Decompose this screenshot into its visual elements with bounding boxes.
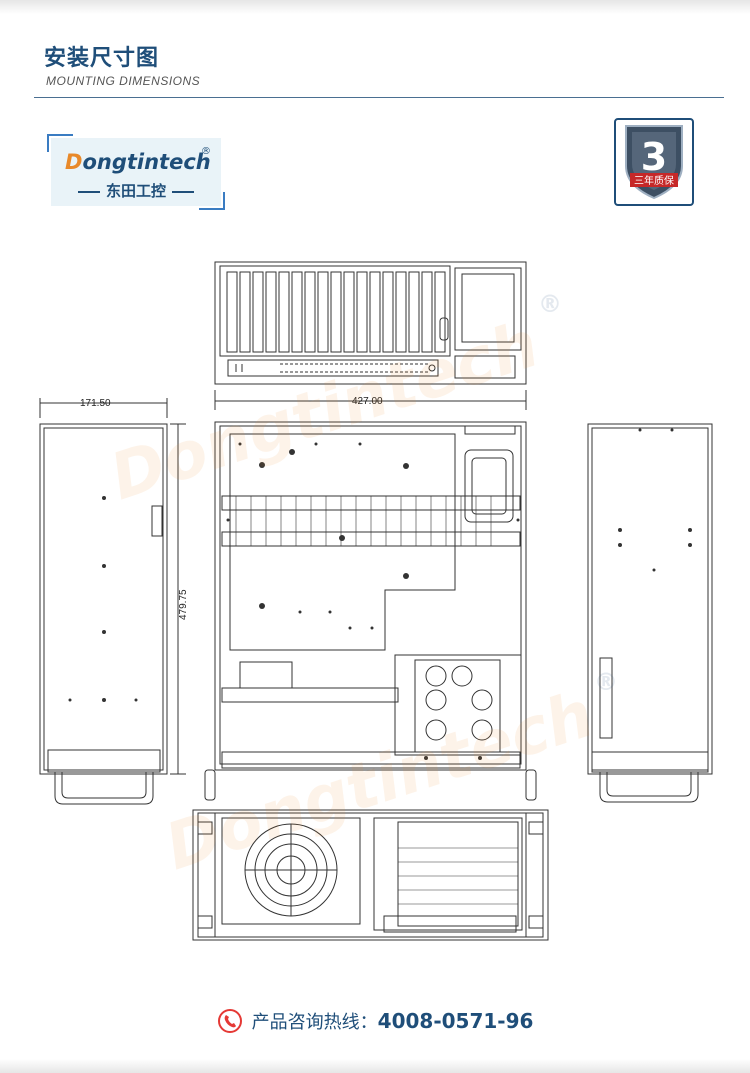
dimension-depth-label: 171.50	[80, 398, 111, 409]
hotline-label: 产品咨询热线：	[251, 1012, 378, 1033]
watermark-registered-2: ®	[594, 668, 618, 696]
logo-registered-mark: ®	[201, 146, 211, 157]
watermark-text-1: Dongtintech	[102, 308, 547, 516]
expansion-slots	[226, 271, 446, 353]
dimension-height-label: 479.75	[178, 589, 189, 620]
warranty-shield-icon: 3 三年质保	[625, 125, 683, 200]
watermark-registered-1: ®	[538, 290, 562, 318]
phone-icon	[217, 1009, 242, 1033]
top-gradient-bar	[0, 0, 750, 14]
contact-footer: 产品咨询热线：4008-0571-96	[0, 1008, 750, 1042]
logo-sub-cn: 东田工控	[51, 180, 221, 201]
warranty-badge: 3 三年质保	[614, 118, 694, 206]
badge-text: 三年质保	[634, 174, 674, 187]
dimension-width-label: 427.00	[352, 396, 383, 407]
page-title: 安装尺寸图	[44, 46, 160, 71]
front-view	[192, 809, 549, 941]
hotline-number[interactable]: 4008-0571-96	[377, 1009, 534, 1033]
left-side-view	[39, 398, 186, 805]
title-divider	[34, 97, 724, 98]
brand-logo: Dongtintech ® 东田工控	[47, 134, 225, 210]
bottom-gradient-bar	[0, 1059, 750, 1073]
logo-brand-initial: D	[65, 150, 83, 174]
page-subtitle: MOUNTING DIMENSIONS	[46, 74, 201, 88]
logo-corner-bottom-right	[199, 192, 225, 210]
watermark-text-2: Dongtintech	[157, 678, 602, 886]
logo-brand-text: Dongtintech	[65, 150, 211, 174]
mounting-holes	[226, 442, 520, 760]
mounting-dimension-drawing: 171.50 427.00 479.75 Dongtintech Dongtin…	[39, 261, 713, 941]
badge-number: 3	[641, 135, 667, 179]
top-view	[214, 261, 527, 385]
dimension-width	[214, 390, 527, 410]
main-view	[204, 421, 537, 801]
logo-brand-rest: ongtintech	[82, 150, 211, 174]
right-side-view	[587, 423, 713, 803]
logo-corner-top-left	[47, 134, 73, 152]
